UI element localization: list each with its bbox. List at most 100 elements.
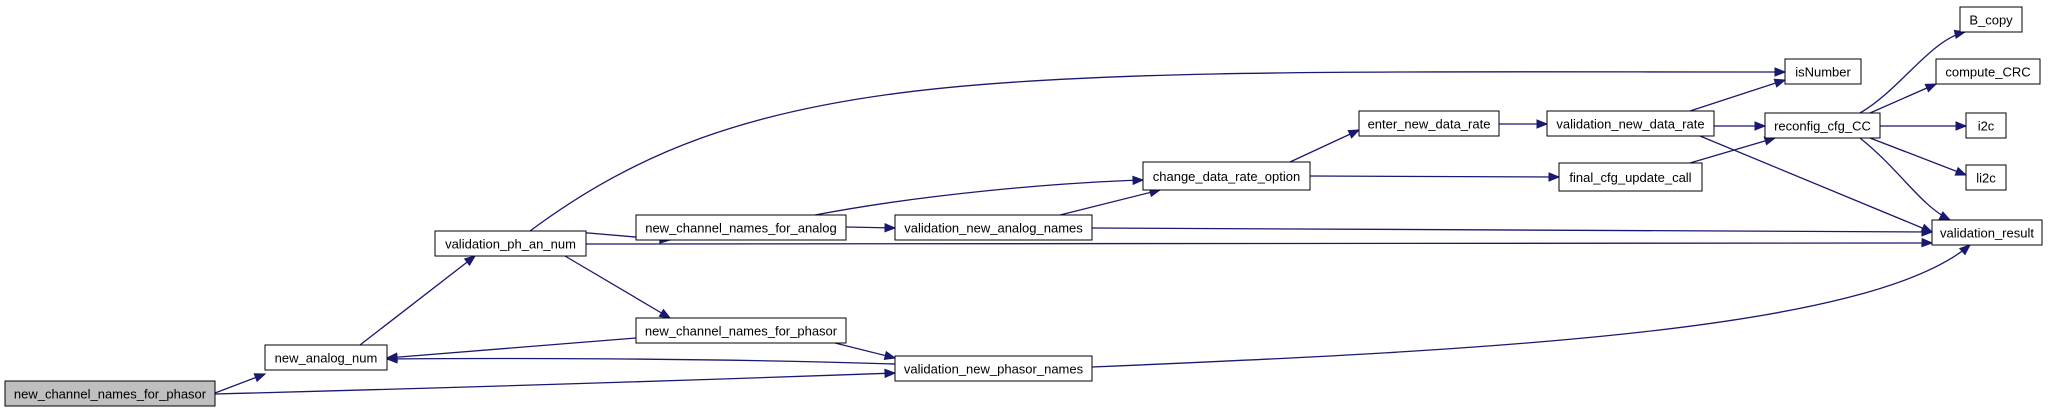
node-box <box>1965 112 2007 139</box>
node-label: new_channel_names_for_phasor <box>14 387 207 402</box>
edge-line <box>585 241 1933 245</box>
node-label: new_analog_num <box>275 351 378 366</box>
edge-new_channel_names_for_phasor-to-new_analog_num <box>385 337 637 362</box>
node-i2c[interactable]: i2c <box>1965 112 2007 139</box>
edge-enter_new_data_rate-to-validation_new_data_rate <box>1499 119 1549 129</box>
node-isNumber[interactable]: isNumber <box>1784 58 1862 85</box>
node-box <box>1965 164 2007 191</box>
edge-arrowhead <box>1132 175 1145 186</box>
edge-arrowhead <box>883 350 897 361</box>
edge-arrowhead <box>385 354 398 364</box>
node-enter-new-data-rate[interactable]: enter_new_data_rate <box>1358 110 1500 137</box>
node-box <box>894 355 1093 382</box>
node-label: B_copy <box>1969 13 2013 28</box>
node-validation-new-phasor-names[interactable]: validation_new_phasor_names <box>894 355 1093 382</box>
edge-validation_new_analog_names-to-change_data_rate_option <box>1059 187 1162 216</box>
node-reconfig-cfg-CC[interactable]: reconfig_cfg_CC <box>1764 112 1881 139</box>
edge-line <box>529 71 1786 232</box>
edge-line <box>564 255 671 319</box>
edge-line <box>386 337 637 359</box>
edges-layer <box>214 29 1972 395</box>
node-box <box>1764 112 1881 139</box>
node-label: change_data_rate_option <box>1153 169 1300 184</box>
edge-validation_ph_an_num-to-isNumber <box>529 67 1787 232</box>
node-label: new_channel_names_for_analog <box>645 221 837 236</box>
edge-arrowhead <box>1774 67 1787 77</box>
node-label: li2c <box>1976 171 1996 186</box>
edge-line <box>1091 244 1971 368</box>
edge-line <box>814 179 1144 216</box>
edge-line <box>1869 83 1937 114</box>
edge-arrowhead <box>884 223 897 233</box>
node-new-channel-names-for-phasor[interactable]: new_channel_names_for_phasor <box>635 317 847 344</box>
edge-line <box>1859 137 1951 221</box>
node-validation-result[interactable]: validation_result <box>1931 219 2043 246</box>
edge-arrowhead <box>253 373 267 383</box>
edge-change_data_rate_option-to-final_cfg_update_call <box>1309 172 1561 182</box>
edge-line <box>1689 79 1786 112</box>
edge-arrowhead <box>884 368 897 379</box>
node-li2c[interactable]: li2c <box>1965 164 2007 191</box>
node-label: validation_new_phasor_names <box>904 362 1084 377</box>
node-B-copy[interactable]: B_copy <box>1959 6 2023 33</box>
edge-arrowhead <box>1754 121 1767 131</box>
edge-arrowhead <box>1548 172 1561 182</box>
nodes-layer: new_channel_names_for_phasor new_analog_n… <box>4 6 2043 407</box>
edge-new_channel_names_for_analog-to-change_data_rate_option <box>814 175 1145 216</box>
edge-arrowhead <box>1536 119 1549 129</box>
edge-arrowhead <box>1924 83 1938 93</box>
node-box <box>1931 219 2043 246</box>
node-label: compute_CRC <box>1945 65 2030 80</box>
node-validation-new-data-rate[interactable]: validation_new_data_rate <box>1546 110 1715 137</box>
edge-arrowhead <box>1920 223 1934 233</box>
node-new-analog-num[interactable]: new_analog_num <box>264 344 388 371</box>
node-box <box>894 214 1093 241</box>
edge-validation_new_data_rate-to-reconfig_cfg_CC <box>1714 121 1767 131</box>
edge-validation_new_phasor_names-to-new_analog_num <box>385 354 896 365</box>
node-new-channel-names-for-analog[interactable]: new_channel_names_for_analog <box>635 214 847 241</box>
node-box <box>434 230 587 257</box>
node-root[interactable]: new_channel_names_for_phasor <box>4 380 216 407</box>
edge-line <box>1289 129 1360 163</box>
edge-line <box>1699 135 1933 233</box>
edge-arrowhead <box>658 308 672 319</box>
edge-final_cfg_update_call-to-reconfig_cfg_CC <box>1689 136 1777 164</box>
edge-arrowhead <box>1773 78 1787 88</box>
node-label: i2c <box>1978 119 1995 134</box>
node-label: final_cfg_update_call <box>1569 170 1691 185</box>
node-box <box>1935 58 2041 85</box>
node-label: validation_ph_an_num <box>445 237 576 252</box>
node-validation-ph-an-num[interactable]: validation_ph_an_num <box>434 230 587 257</box>
node-validation-new-analog-names[interactable]: validation_new_analog_names <box>894 214 1093 241</box>
edge-line <box>1689 137 1776 164</box>
edge-validation_ph_an_num-to-new_channel_names_for_phasor <box>564 255 672 319</box>
edge-root-to-new_analog_num <box>214 373 267 394</box>
node-label: isNumber <box>1795 65 1851 80</box>
node-box <box>635 317 847 344</box>
edge-reconfig_cfg_CC-to-compute_CRC <box>1869 83 1938 114</box>
edge-line <box>1869 137 1967 176</box>
node-compute-CRC[interactable]: compute_CRC <box>1935 58 2041 85</box>
edge-line <box>1859 31 1966 114</box>
edge-root-to-validation_new_phasor_names <box>214 368 897 395</box>
node-label: enter_new_data_rate <box>1368 117 1491 132</box>
edge-line <box>359 255 476 346</box>
node-box <box>635 214 847 241</box>
edge-arrowhead <box>1955 121 1968 131</box>
edge-line <box>1091 227 1933 233</box>
node-final-cfg-update-call[interactable]: final_cfg_update_call <box>1558 162 1703 192</box>
edge-validation_new_analog_names-to-validation_result <box>1091 227 1934 237</box>
edge-arrowhead <box>463 255 477 267</box>
node-label: new_channel_names_for_phasor <box>645 324 838 339</box>
edge-reconfig_cfg_CC-to-i2c <box>1880 121 1968 131</box>
edge-arrowhead <box>1958 244 1972 256</box>
edge-reconfig_cfg_CC-to-li2c <box>1869 137 1968 176</box>
node-label: reconfig_cfg_CC <box>1774 119 1871 134</box>
node-box <box>1784 58 1862 85</box>
edge-new_analog_num-to-validation_ph_an_num <box>359 255 477 346</box>
edge-arrowhead <box>1954 166 1968 176</box>
edge-arrowhead <box>1938 211 1952 221</box>
node-change-data-rate-option[interactable]: change_data_rate_option <box>1142 161 1311 191</box>
edge-arrowhead <box>1921 237 1934 248</box>
